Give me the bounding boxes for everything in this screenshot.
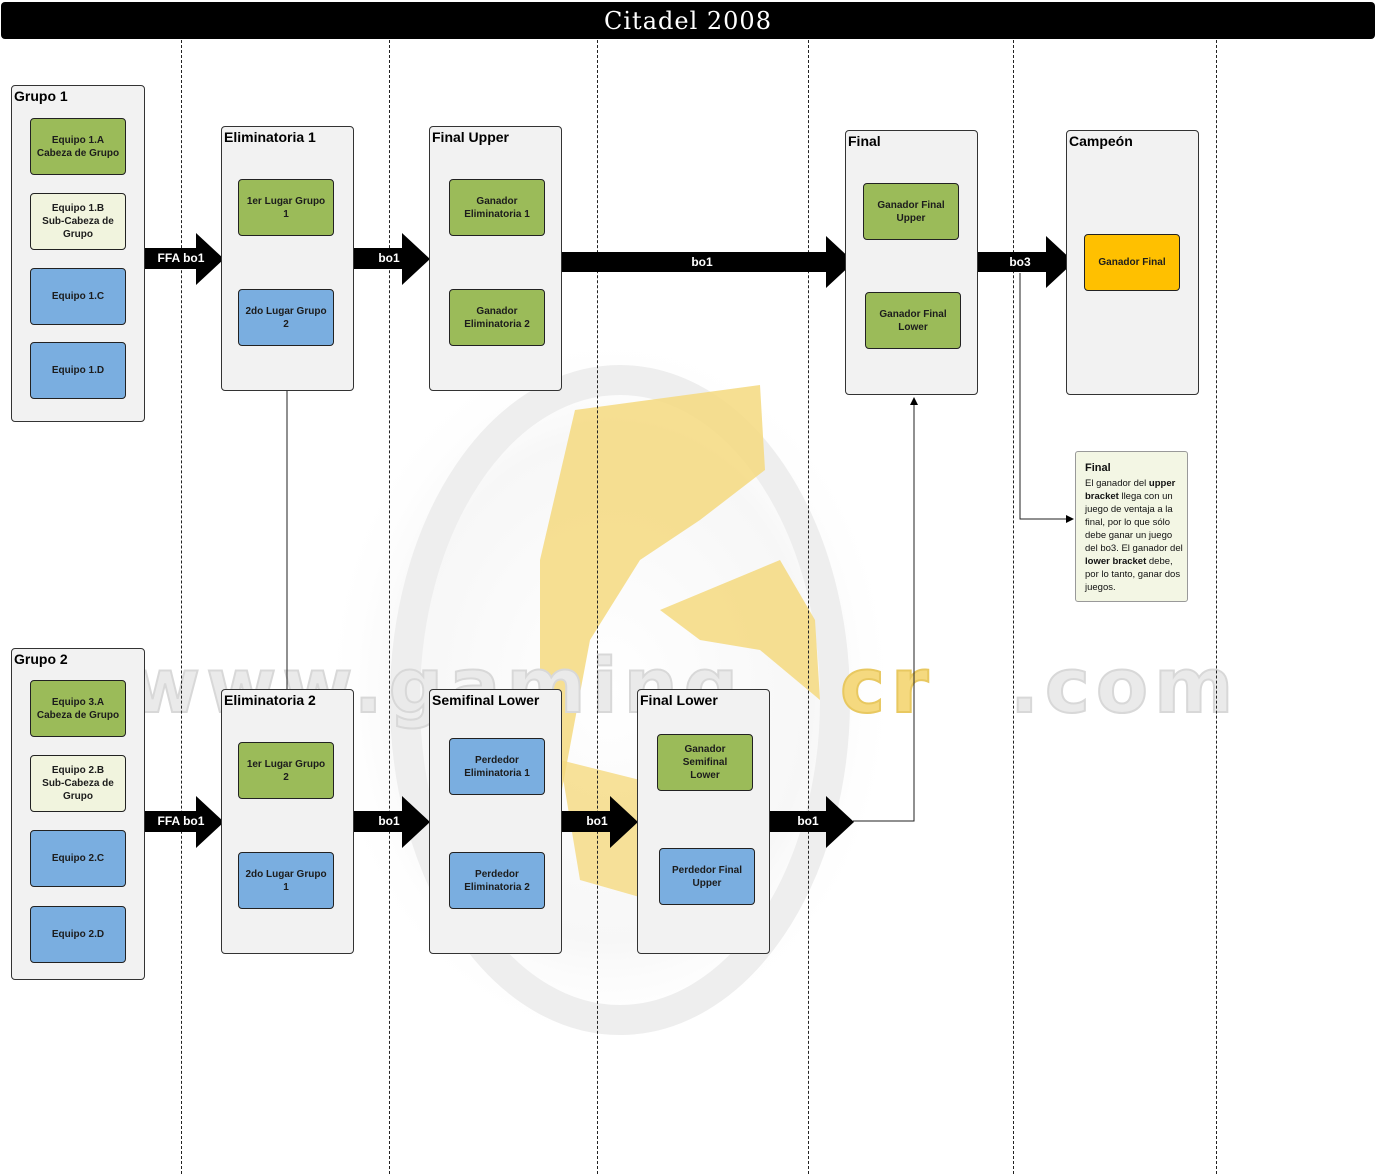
team-equipo-2d: Equipo 2.D — [30, 906, 126, 963]
arrow-label: bo1 — [691, 255, 713, 269]
slot-1er-lugar-grupo-2: 1er Lugar Grupo 2 — [238, 742, 334, 799]
slot-ganador-final: Ganador Final — [1084, 234, 1180, 291]
arrow-label: bo1 — [586, 814, 608, 828]
group-title: Grupo 2 — [14, 651, 68, 667]
group-title: Eliminatoria 2 — [224, 692, 316, 708]
column-divider — [389, 40, 390, 1174]
arrow-bo1-final-upper — [552, 236, 854, 288]
slot-ganador-final-lower: Ganador Final Lower — [865, 292, 961, 349]
slot-ganador-final-upper: Ganador Final Upper — [863, 183, 959, 240]
group-title: Final Upper — [432, 129, 510, 145]
slot-perdedor-final-upper: Perdedor Final Upper — [659, 848, 755, 905]
arrow-ffa-bo1-bottom — [140, 796, 224, 848]
team-equipo-3a: Equipo 3.A Cabeza de Grupo — [30, 680, 126, 737]
slot-2do-lugar-grupo-2: 2do Lugar Grupo 2 — [238, 289, 334, 346]
column-divider — [1013, 40, 1014, 1174]
arrow-bo1-elim2 — [347, 796, 430, 848]
arrow-bo1-elim1 — [347, 233, 430, 285]
column-divider — [597, 40, 598, 1174]
team-equipo-2c: Equipo 2.C — [30, 830, 126, 887]
group-title: Grupo 1 — [14, 88, 68, 104]
group-box-semifinal-lower: Semifinal Lower — [429, 689, 562, 954]
arrow-label: bo3 — [1009, 255, 1031, 269]
arrow-ffa-bo1-top — [140, 233, 224, 285]
arrow-label: bo1 — [378, 251, 400, 265]
group-title: Final — [848, 133, 881, 149]
group-box-final-upper: Final Upper — [429, 126, 562, 391]
arrow-label: bo1 — [797, 814, 819, 828]
final-rules-note: Final El ganador del upper bracket llega… — [1075, 451, 1188, 602]
arrow-bo1-final-lower — [763, 796, 854, 848]
column-divider — [1216, 40, 1217, 1174]
column-divider — [808, 40, 809, 1174]
note-emphasis: upper bracket — [1085, 478, 1176, 502]
slot-ganador-eliminatoria-1: Ganador Eliminatoria 1 — [449, 179, 545, 236]
note-text: El ganador del — [1085, 478, 1149, 489]
arrow-bo3-final — [967, 236, 1074, 288]
team-equipo-2b: Equipo 2.B Sub-Cabeza de Grupo — [30, 755, 126, 812]
group-title: Final Lower — [640, 692, 718, 708]
arrow-bo1-semifinal-lower — [555, 796, 638, 848]
group-box-eliminatoria2: Eliminatoria 2 — [221, 689, 354, 954]
group-title: Semifinal Lower — [432, 692, 540, 708]
group-box-final-lower: Final Lower — [637, 689, 770, 954]
team-equipo-1d: Equipo 1.D — [30, 342, 126, 399]
slot-ganador-semifinal-lower: Ganador Semifinal Lower — [657, 734, 753, 791]
arrow-label: FFA bo1 — [157, 814, 205, 828]
arrow-label: bo1 — [378, 814, 400, 828]
group-title: Campeón — [1069, 133, 1133, 149]
slot-2do-lugar-grupo-1: 2do Lugar Grupo 1 — [238, 852, 334, 909]
team-equipo-1a: Equipo 1.A Cabeza de Grupo — [30, 118, 126, 175]
slot-perdedor-eliminatoria-1: Perdedor Eliminatoria 1 — [449, 738, 545, 795]
group-box-final: Final — [845, 130, 978, 395]
slot-perdedor-eliminatoria-2: Perdedor Eliminatoria 2 — [449, 852, 545, 909]
note-text: debe, por lo tanto, ganar dos juegos. — [1085, 556, 1181, 593]
title-bar: Citadel 2008 — [1, 2, 1375, 39]
team-equipo-1b: Equipo 1.B Sub-Cabeza de Grupo — [30, 193, 126, 250]
arrow-label: FFA bo1 — [157, 251, 205, 265]
note-emphasis: lower bracket — [1085, 556, 1147, 567]
slot-1er-lugar-grupo-1: 1er Lugar Grupo 1 — [238, 179, 334, 236]
group-box-eliminatoria1: Eliminatoria 1 — [221, 126, 354, 391]
group-title: Eliminatoria 1 — [224, 129, 316, 145]
note-text: llega con un juego de ventaja a la final… — [1085, 491, 1183, 554]
note-title: Final — [1085, 462, 1111, 474]
team-equipo-1c: Equipo 1.C — [30, 268, 126, 325]
slot-ganador-eliminatoria-2: Ganador Eliminatoria 2 — [449, 289, 545, 346]
page-title: Citadel 2008 — [604, 6, 772, 35]
column-divider — [181, 40, 182, 1174]
